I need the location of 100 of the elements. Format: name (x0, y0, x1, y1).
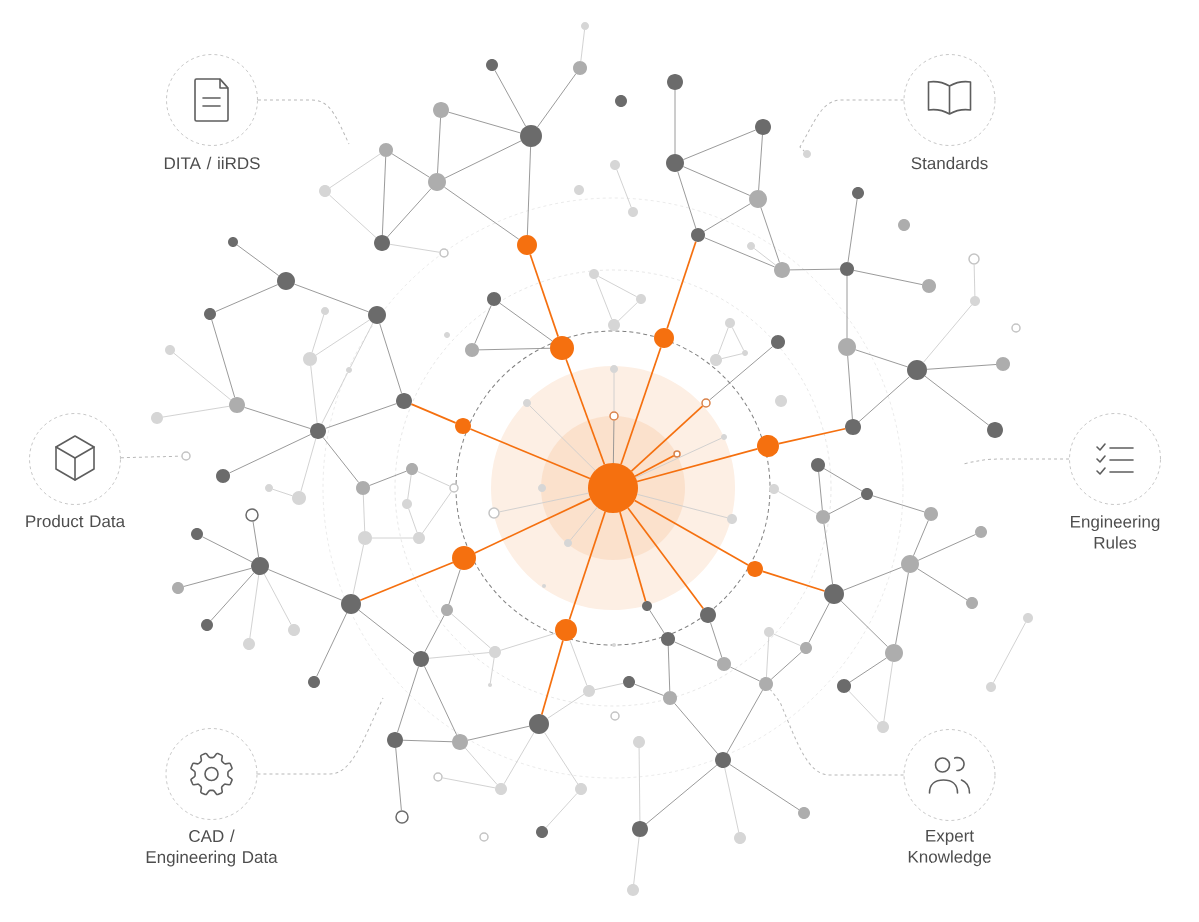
connector-line (761, 570, 826, 592)
network-dot (771, 335, 785, 349)
connector-line (847, 355, 853, 420)
connector-line (210, 572, 255, 621)
connector-line (840, 600, 889, 648)
connector-line (570, 506, 598, 541)
connector-line (636, 448, 759, 483)
connector-line (649, 609, 665, 634)
network-dot (310, 423, 326, 439)
connector-line (201, 536, 253, 563)
connector-line (710, 622, 723, 658)
connector-line (674, 89, 676, 155)
connector-line (633, 499, 749, 566)
connector-line (423, 665, 458, 736)
connector-line (770, 651, 802, 680)
network-dot (845, 419, 861, 435)
network-dot (396, 393, 412, 409)
connector-line (379, 323, 403, 394)
connector-line (316, 612, 348, 678)
connector-line (349, 322, 374, 368)
connector-line (500, 632, 556, 651)
connector-line (818, 471, 823, 511)
connector-line (717, 327, 729, 355)
leader-line (962, 458, 1070, 465)
leader-line (256, 697, 384, 775)
network-dot (717, 657, 731, 671)
connector-line (924, 375, 990, 426)
connector-line (529, 253, 559, 338)
connector-line (443, 186, 520, 240)
network-dot (774, 262, 790, 278)
connector-line (848, 690, 880, 724)
network-dot (654, 328, 674, 348)
network-dot (387, 732, 403, 748)
connector-line (568, 510, 606, 621)
connector-line (677, 171, 697, 229)
network-dot (901, 555, 919, 573)
network-dot (251, 557, 269, 575)
node-label: DITA / iiRDS (164, 156, 260, 170)
connector-line (580, 29, 585, 62)
connector-line (448, 568, 461, 605)
network-dot (529, 714, 549, 734)
network-dot (374, 235, 390, 251)
connector-line (358, 609, 416, 655)
network-dot (816, 510, 830, 524)
connector-line (362, 494, 366, 532)
connector-line (855, 349, 908, 368)
connector-line (638, 747, 641, 822)
connector-line (478, 347, 551, 351)
connector-line (765, 636, 770, 678)
connector-line (883, 661, 894, 722)
connector-line (731, 327, 745, 351)
connector-line (215, 284, 279, 313)
connector-line (408, 508, 418, 533)
connector-line (872, 495, 925, 513)
connector-line (499, 492, 589, 513)
connector-line (721, 353, 743, 360)
connector-line (422, 491, 452, 534)
network-dot (428, 173, 446, 191)
network-dot (987, 422, 1003, 438)
connector-line (386, 188, 432, 238)
network-dot (433, 102, 449, 118)
network-dot (759, 677, 773, 691)
network-dot (303, 352, 317, 366)
node-label: Expert Knowledge (908, 829, 991, 867)
connector-line (709, 346, 774, 401)
connector-line (546, 693, 585, 719)
network-dot (749, 190, 767, 208)
connector-line (228, 434, 312, 474)
connector-line (789, 268, 841, 271)
node-label: CAD / Engineering Data (146, 829, 278, 867)
connector-line (753, 248, 777, 266)
connector-line (474, 497, 592, 554)
network-dot (465, 343, 479, 357)
connector-line (773, 633, 801, 647)
connector-line (847, 198, 858, 263)
connector-line (565, 358, 606, 466)
connector-line (545, 793, 578, 829)
connector-line (540, 639, 564, 716)
network-dot (885, 644, 903, 662)
connector-line (673, 641, 719, 662)
connector-line (183, 567, 252, 587)
connector-line (849, 657, 887, 683)
connector-line (917, 534, 976, 561)
connector-line (395, 747, 402, 811)
network-dot (715, 752, 731, 768)
network-dot (292, 491, 306, 505)
connector-line (823, 468, 863, 492)
connector-line (846, 275, 848, 339)
network-dot (757, 435, 779, 457)
node-label: Standards (911, 156, 988, 170)
connector-line (823, 523, 834, 585)
connector-line (627, 507, 705, 610)
connector-line (634, 683, 664, 696)
connector-line (594, 682, 624, 691)
network-dot (632, 821, 648, 837)
connector-line (448, 111, 521, 134)
connector-line (674, 702, 719, 755)
connector-line (682, 166, 751, 196)
network-dot (229, 397, 245, 413)
network-dot (452, 734, 468, 750)
